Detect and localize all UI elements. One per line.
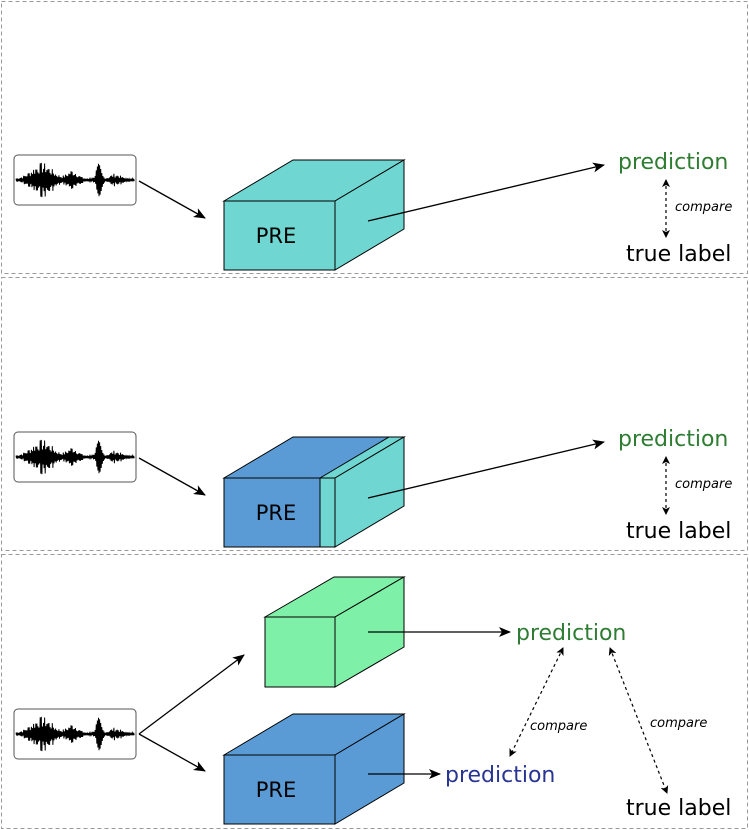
waveform-box (13, 708, 137, 760)
audio-waveform-icon (15, 162, 135, 198)
waveform-box (13, 154, 137, 206)
audio-waveform-icon (15, 439, 135, 475)
input-arrow (138, 180, 206, 219)
panel-3-border (1, 554, 748, 829)
pre-box-label: PRE (256, 501, 297, 525)
true-label: true label (626, 796, 731, 821)
panel-1-border (1, 1, 748, 274)
compare-arrow-left (509, 647, 564, 757)
pre-box: PRE (222, 159, 406, 271)
output-arrow (367, 439, 605, 499)
output-arrow (367, 162, 605, 222)
panel-2: PRE prediction compare true label (13, 427, 732, 548)
compare-arrow-right (608, 647, 669, 794)
compare-label-left: compare (530, 719, 587, 734)
input-arrow (138, 457, 206, 496)
student-prediction-label: prediction (445, 763, 555, 788)
compare-label-right: compare (650, 716, 707, 731)
panel-2-border (1, 277, 748, 551)
panel-3: prediction PRE prediction compare compar… (13, 576, 731, 825)
pre-box-label: PRE (256, 224, 297, 248)
input-arrow-down (138, 733, 206, 772)
panel-1: PRE prediction compare true label (13, 150, 732, 271)
prediction-label: prediction (618, 427, 728, 452)
true-label: true label (626, 519, 731, 544)
true-label: true label (626, 242, 731, 267)
input-arrow-up (138, 654, 245, 735)
waveform-box (13, 431, 137, 483)
pre-box: PRE (222, 436, 406, 548)
compare-label: compare (675, 200, 732, 215)
compare-label: compare (675, 477, 732, 492)
prediction-label: prediction (618, 150, 728, 175)
audio-waveform-icon (15, 716, 135, 752)
teacher-prediction-label: prediction (516, 621, 626, 646)
pre-box-label: PRE (256, 778, 297, 802)
student-pre-box: PRE (222, 713, 406, 825)
